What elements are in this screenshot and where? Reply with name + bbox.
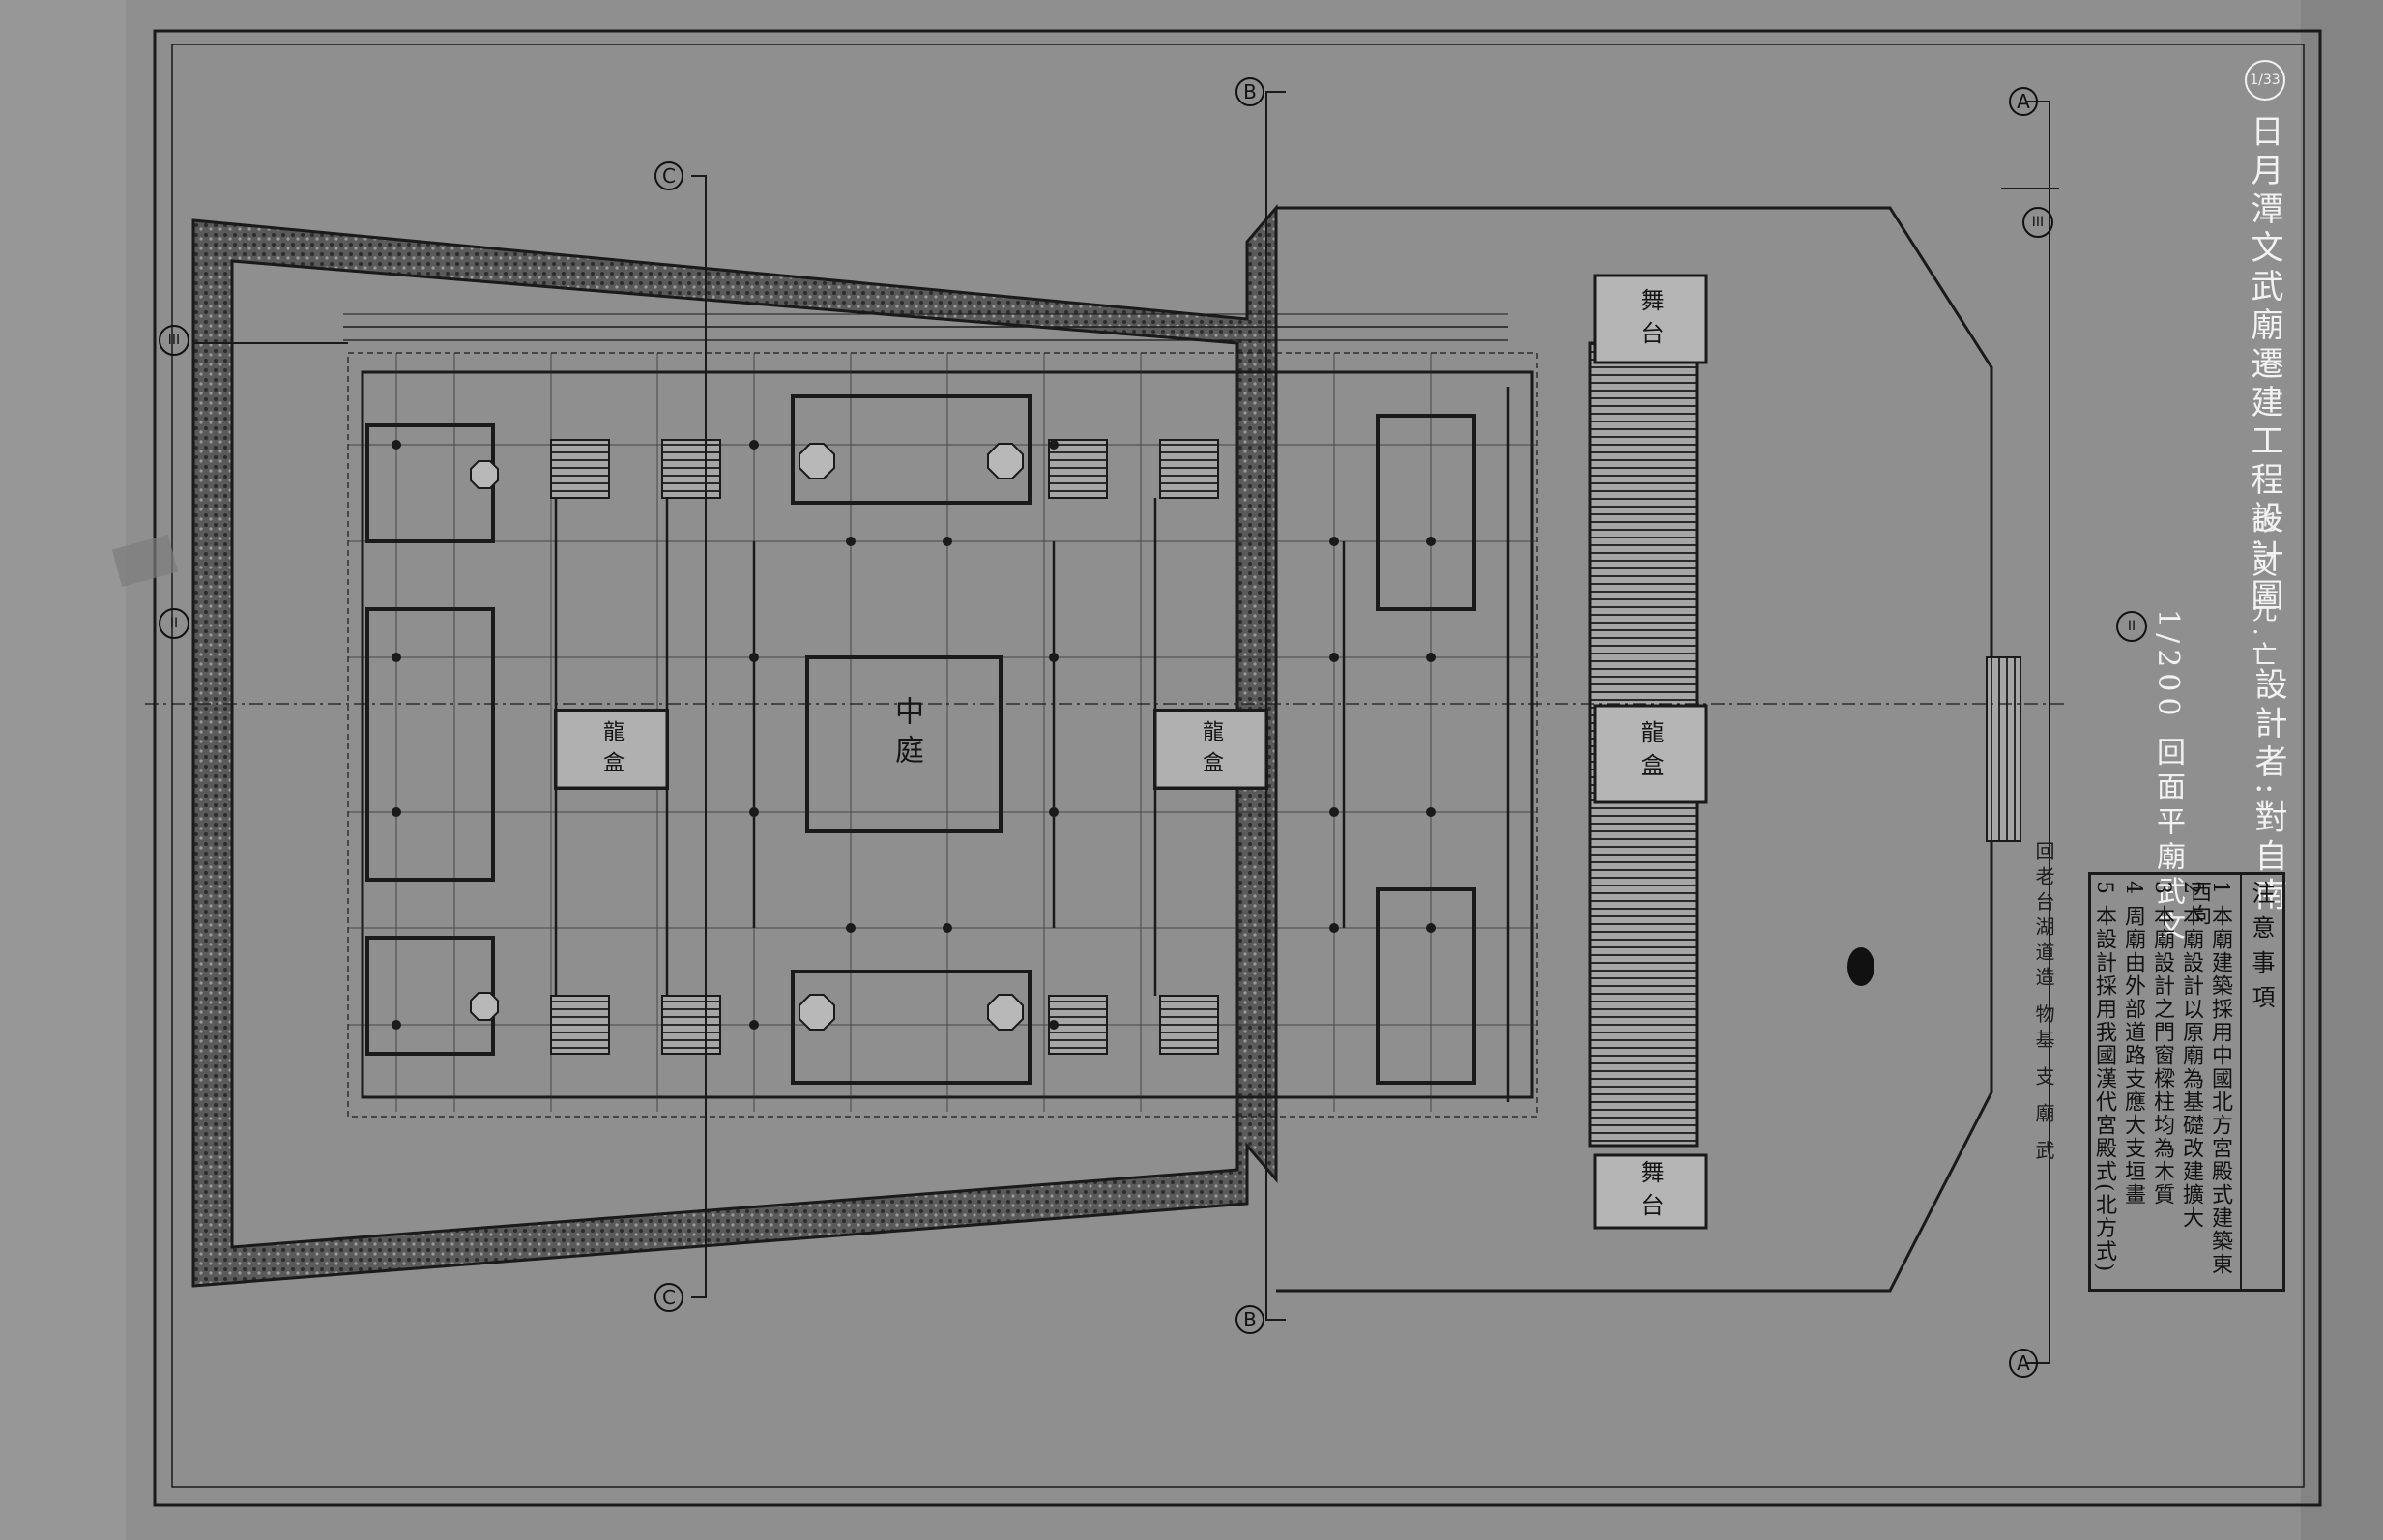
drawing-title: 日月潭文武廟遷建工程設計圖 (2245, 114, 2283, 617)
stair-flights (550, 439, 1219, 1055)
sheet-border (153, 29, 2322, 1507)
notes-header: 注意事項 (2248, 881, 2275, 1020)
stage-top-label: 舞台 (1637, 288, 1664, 354)
east-box-label: 龍盒 (1199, 720, 1223, 782)
section-marker-c-bottom: C (654, 1283, 683, 1312)
note-item-3: 3 本廟設計之門窗樑柱均為木質 (2150, 881, 2174, 1206)
section-marker-c-top: C (654, 161, 683, 190)
columns (392, 440, 1436, 1030)
section-marker-b-top: B (1235, 77, 1264, 106)
note-item-1: 1 本廟建築採用中國北方宮殿式建築東西向 (2187, 881, 2232, 1276)
octagon-pavilions (470, 443, 1024, 1031)
section-marker-ii-right: II (2116, 611, 2147, 642)
section-marker-a-top: A (2009, 87, 2038, 116)
stage-mid-block (1593, 704, 1708, 804)
stage-bottom-label: 舞台 (1637, 1160, 1664, 1226)
section-marker-iii-right: III (2022, 207, 2053, 238)
west-box-label: 龍盒 (599, 720, 624, 782)
stage-mid-label: 龍盒 (1637, 720, 1664, 786)
drawing-date: 也.又.元.亡 (2248, 508, 2277, 673)
note-item-4: 4 周廟由外部道路支應大支垣畫 (2121, 881, 2145, 1206)
plan-caption: 回老台湖道造 物基 支 廟 武 (2032, 841, 2055, 1166)
section-marker-iii-left: III (159, 325, 189, 356)
center-court-label: 中庭 (889, 696, 923, 773)
scale-caption: 1/200 回面平廟武文 (2151, 609, 2185, 945)
note-item-5: 5 本設計採用我國漢代宮殿式(北方式) (2092, 881, 2116, 1274)
notes-table: 注意事項 1 本廟建築採用中國北方宮殿式建築東西向 2 本廟設計以原廟為基礎改建… (2088, 872, 2285, 1292)
ink-stain (1847, 947, 1874, 986)
section-marker-ii-left: II (159, 608, 189, 639)
section-marker-a-bottom: A (2009, 1349, 2038, 1378)
section-marker-b-bottom: B (1235, 1305, 1264, 1334)
note-item-2: 2 本廟設計以原廟為基礎改建擴大 (2179, 881, 2203, 1230)
east-box (1153, 709, 1268, 790)
west-box (554, 709, 669, 790)
stage-top-block (1593, 274, 1708, 364)
sheet-number: 1/33 (2245, 60, 2285, 101)
stage-bottom-block (1593, 1153, 1708, 1230)
